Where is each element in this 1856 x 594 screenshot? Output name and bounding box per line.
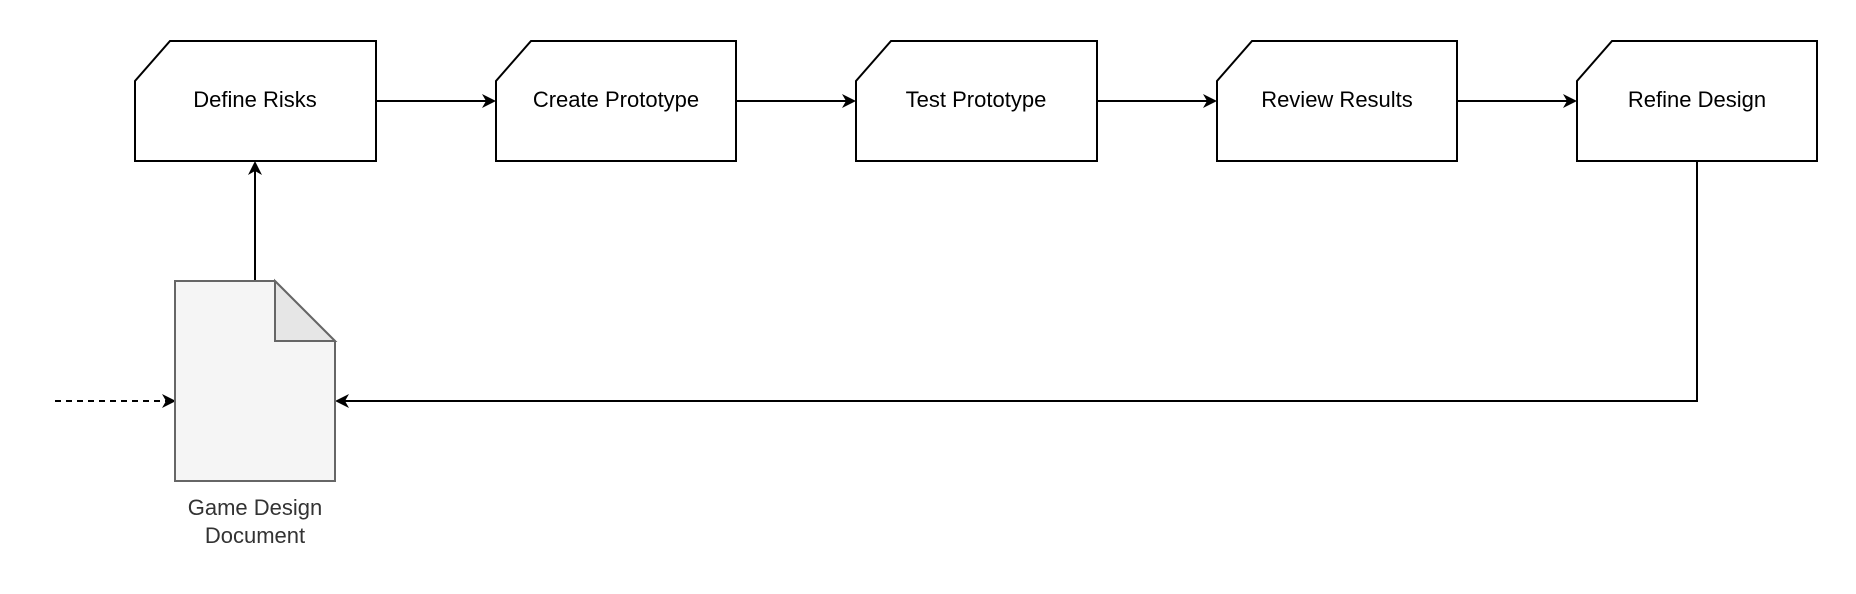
step-label: Review Results bbox=[1261, 87, 1413, 112]
arrow-refine-to-document bbox=[335, 161, 1698, 408]
document-label-line1: Game Design bbox=[188, 495, 323, 520]
card-shape bbox=[855, 40, 1098, 162]
step-label: Define Risks bbox=[193, 87, 316, 112]
card-shape bbox=[1216, 40, 1458, 162]
step-define-risks[interactable]: Define Risks bbox=[134, 40, 377, 162]
step-label: Create Prototype bbox=[533, 87, 699, 112]
step-create-prototype[interactable]: Create Prototype bbox=[495, 40, 737, 162]
step-label: Refine Design bbox=[1628, 87, 1766, 112]
step-review-results[interactable]: Review Results bbox=[1216, 40, 1458, 162]
game-design-document[interactable]: Game Design Document bbox=[174, 278, 338, 548]
document-label-line2: Document bbox=[205, 523, 305, 548]
document-fold bbox=[274, 278, 338, 342]
step-test-prototype[interactable]: Test Prototype bbox=[855, 40, 1098, 162]
step-label: Test Prototype bbox=[906, 87, 1047, 112]
step-refine-design[interactable]: Refine Design bbox=[1576, 40, 1818, 162]
document-icon bbox=[174, 280, 336, 482]
card-shape bbox=[495, 40, 737, 162]
